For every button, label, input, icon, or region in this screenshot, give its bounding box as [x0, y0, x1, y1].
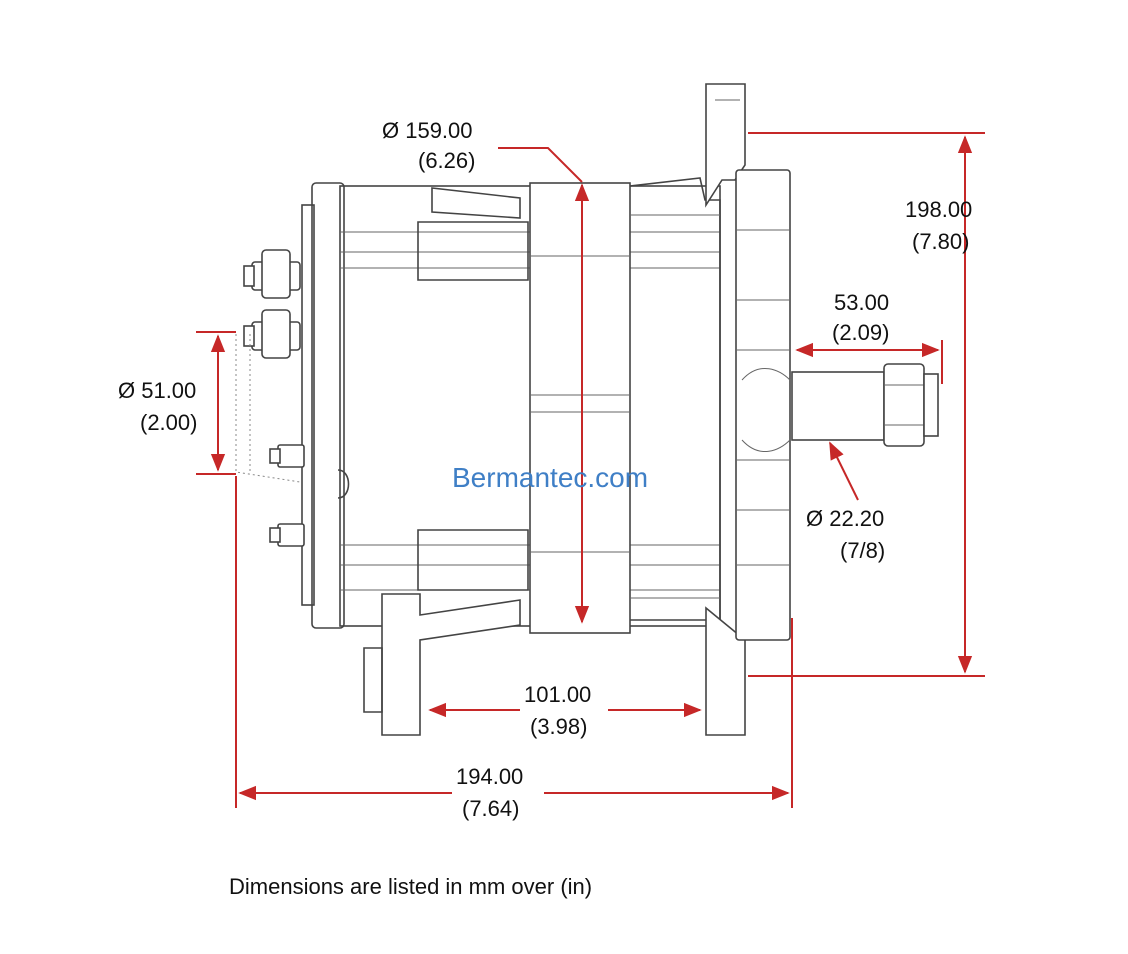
alternator-body	[235, 83, 939, 736]
overall-height-in: (7.80)	[912, 229, 969, 254]
overall-length-mm: 194.00	[456, 764, 523, 789]
shaft-length-in: (2.09)	[832, 320, 889, 345]
overall-height-mm: 198.00	[905, 197, 972, 222]
dimension-lines	[196, 132, 985, 808]
overall-length-in: (7.64)	[462, 796, 519, 821]
mount-spacing-mm: 101.00	[524, 682, 591, 707]
dimension-labels: Ø 159.00 (6.26) 198.00 (7.80) 53.00 (2.0…	[118, 118, 972, 821]
housing-diameter-in: (6.26)	[418, 148, 475, 173]
mount-spacing-in: (3.98)	[530, 714, 587, 739]
units-note: Dimensions are listed in mm over (in)	[229, 874, 593, 899]
watermark: Bermantec.com	[452, 462, 648, 493]
housing-diameter-mm: Ø 159.00	[382, 118, 473, 143]
terminal-studs	[235, 249, 350, 547]
shaft-length-mm: 53.00	[834, 290, 889, 315]
shaft-diameter-in: (7/8)	[840, 538, 885, 563]
terminal-diameter-mm: Ø 51.00	[118, 378, 196, 403]
terminal-diameter-in: (2.00)	[140, 410, 197, 435]
shaft-diameter-mm: Ø 22.20	[806, 506, 884, 531]
